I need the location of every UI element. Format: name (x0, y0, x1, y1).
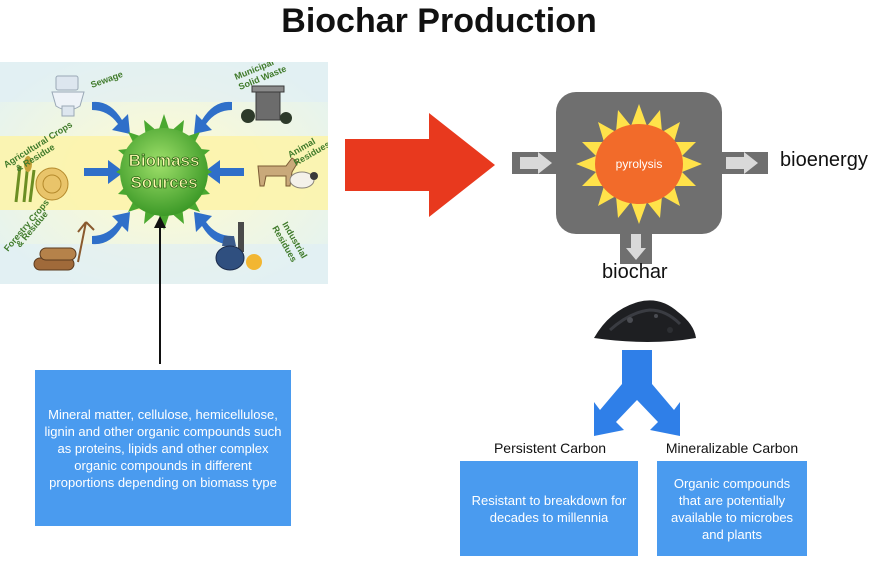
pyrolysis-reactor: pyrolysis (512, 92, 768, 264)
biomass-center-line-2: Sources (130, 173, 197, 192)
mineralizable-carbon-description: Organic compounds that are potentially a… (670, 475, 794, 542)
biomass-composition-text: Mineral matter, cellulose, hemicellulose… (44, 406, 282, 490)
persistent-carbon-label: Persistent Carbon (493, 440, 607, 456)
persistent-carbon-box: Resistant to breakdown for decades to mi… (460, 461, 638, 556)
crops-hay-icon (14, 156, 69, 203)
mineralizable-carbon-box: Organic compounds that are potentially a… (657, 461, 807, 556)
pointer-arrow (154, 216, 166, 364)
flask-icon (215, 222, 262, 271)
page-title: Biochar Production (281, 2, 597, 40)
trash-can-icon (241, 85, 292, 124)
biomass-center-line-1: Biomass (129, 151, 200, 170)
persistent-carbon-description: Resistant to breakdown for decades to mi… (471, 492, 627, 525)
process-arrow (345, 113, 495, 217)
pyrolysis-label: pyrolysis (616, 157, 663, 171)
logs-icon (33, 221, 95, 271)
livestock-icon (257, 157, 318, 189)
mineralizable-carbon-label: Mineralizable Carbon (665, 440, 799, 456)
biomass-sources-illustration: Biomass Sources Sewage Municipal Solid W… (0, 62, 328, 284)
bioenergy-label: bioenergy (780, 149, 868, 171)
toilet-icon (51, 75, 85, 117)
biochar-label: biochar (602, 261, 668, 283)
split-arrow (594, 350, 680, 436)
biochar-pile-image (594, 300, 696, 342)
biomass-composition-box: Mineral matter, cellulose, hemicellulose… (35, 370, 291, 526)
